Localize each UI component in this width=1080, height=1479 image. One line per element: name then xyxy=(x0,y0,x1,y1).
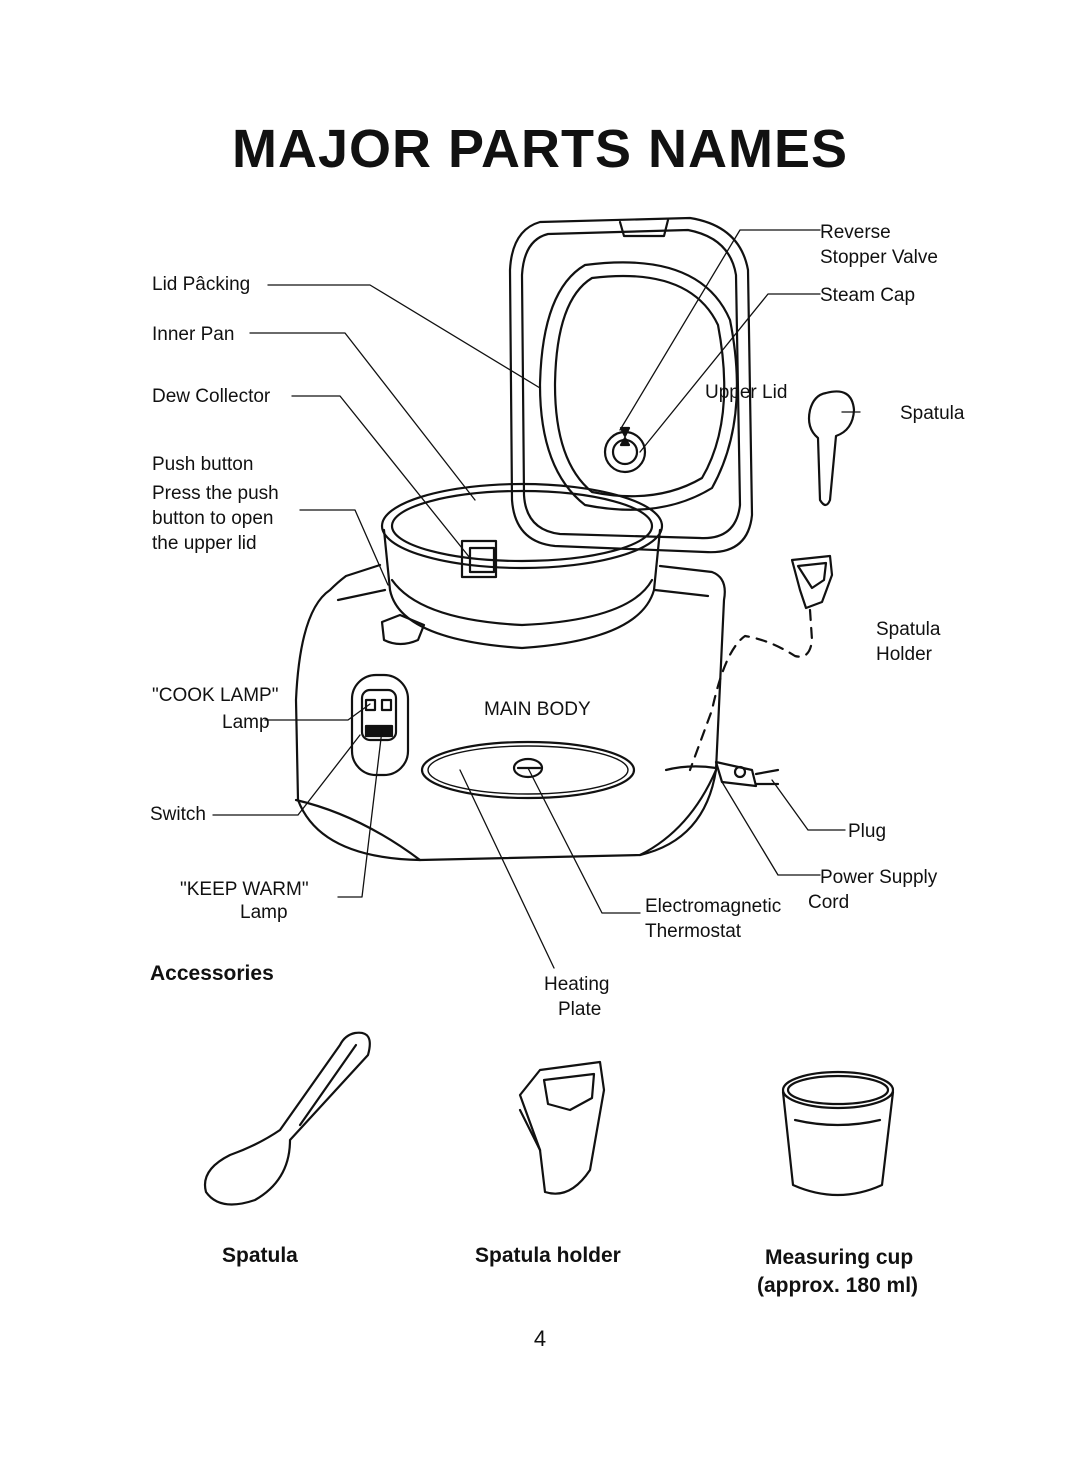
label-power-cord: Cord xyxy=(808,892,850,913)
accessory-spatula-holder-label: Spatula holder xyxy=(475,1244,621,1267)
measuring-cup-illustration xyxy=(783,1072,893,1195)
accessory-spatula-label: Spatula xyxy=(222,1244,298,1267)
label-plate: Plate xyxy=(558,999,602,1020)
label-thermostat: Thermostat xyxy=(645,921,742,942)
spatula-holder-small-illustration xyxy=(792,556,832,608)
label-lid-packing: Lid Pâcking xyxy=(152,274,251,295)
accessories-heading: Accessories xyxy=(150,962,274,985)
label-push-button-desc-2: button to open xyxy=(152,508,274,529)
label-spatula-top: Spatula xyxy=(900,403,965,424)
label-steam-cap: Steam Cap xyxy=(820,285,916,306)
main-body-illustration xyxy=(296,565,778,860)
spatula-large-illustration xyxy=(205,1033,370,1205)
label-push-button: Push button xyxy=(152,454,254,475)
label-inner-pan: Inner Pan xyxy=(152,324,235,345)
inner-pan-illustration xyxy=(382,484,662,648)
label-cook-lamp-sub: Lamp xyxy=(222,712,270,733)
label-keep-warm: "KEEP WARM" xyxy=(180,879,309,900)
label-cook-lamp: "COOK LAMP" xyxy=(152,685,279,706)
label-push-button-desc-3: the upper lid xyxy=(152,533,257,554)
label-main-body: MAIN BODY xyxy=(484,699,591,720)
label-switch: Switch xyxy=(150,804,206,825)
page-title: MAJOR PARTS NAMES xyxy=(231,119,849,179)
label-reverse: Reverse xyxy=(820,222,891,243)
label-push-button-desc-1: Press the push xyxy=(152,483,279,504)
spatula-holder-large-illustration xyxy=(520,1062,604,1194)
label-stopper-valve: Stopper Valve xyxy=(820,247,938,268)
label-plug: Plug xyxy=(848,821,887,842)
label-heating: Heating xyxy=(544,974,610,995)
label-electromagnetic: Electromagnetic xyxy=(645,896,782,917)
leader-lines xyxy=(213,230,860,968)
label-spatula-holder: Spatula xyxy=(876,619,941,640)
label-spatula-holder-sub: Holder xyxy=(876,644,932,665)
label-upper-lid: Upper Lid xyxy=(705,382,788,403)
label-dew-collector: Dew Collector xyxy=(152,386,271,407)
accessory-measuring-cup-label: Measuring cup xyxy=(765,1246,914,1269)
label-keep-warm-sub: Lamp xyxy=(240,902,288,923)
accessory-measuring-cup-volume: (approx. 180 ml) xyxy=(757,1274,919,1297)
label-power-supply: Power Supply xyxy=(820,867,938,888)
spatula-small-illustration xyxy=(809,391,854,505)
page-number: 4 xyxy=(533,1326,547,1351)
